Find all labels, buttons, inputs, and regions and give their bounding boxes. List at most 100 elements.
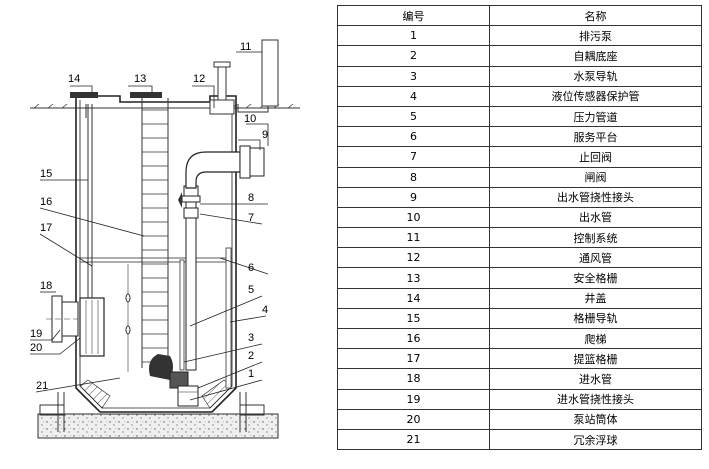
row-part-name: 冗余浮球: [489, 428, 702, 451]
row-number: 2: [337, 45, 490, 67]
header-number: 编号: [337, 4, 490, 27]
header-name: 名称: [489, 4, 702, 27]
row-number: 4: [337, 85, 490, 107]
callout-5: 5: [248, 284, 254, 296]
callout-21: 21: [36, 380, 48, 392]
pump: [149, 354, 189, 389]
callout-6: 6: [248, 262, 254, 274]
callout-11: 11: [240, 41, 251, 53]
callout-7: 7: [248, 212, 254, 224]
row-part-name: 液位传感器保护管: [489, 85, 702, 107]
redundant-float-balls: [125, 264, 131, 372]
row-number: 11: [337, 227, 490, 249]
callout-20: 20: [30, 342, 42, 354]
callout-13: 13: [134, 73, 146, 85]
callout-18: 18: [40, 280, 52, 292]
row-number: 21: [337, 428, 490, 451]
manhole-cover: [70, 92, 98, 98]
inlet-pipe: [46, 295, 79, 343]
ladder: [141, 98, 169, 368]
row-number: 1: [337, 25, 490, 47]
outlet-pipe: [185, 145, 265, 189]
row-part-name: 通风管: [489, 247, 702, 269]
row-number: 8: [337, 166, 490, 188]
row-part-name: 爬梯: [489, 327, 702, 350]
row-part-name: 出水管: [489, 206, 702, 229]
row-part-name: 提篮格栅: [489, 348, 702, 370]
row-part-name: 泵站筒体: [489, 408, 702, 430]
auto-coupling-base: [177, 385, 199, 407]
row-part-name: 排污泵: [489, 25, 702, 47]
row-number: 16: [337, 327, 490, 350]
level-sensor-tube: [225, 247, 232, 389]
row-part-name: 进水管: [489, 368, 702, 390]
row-number: 13: [337, 267, 490, 289]
row-number: 17: [337, 348, 490, 370]
callout-4: 4: [262, 304, 268, 316]
foundation-slab: [37, 392, 279, 439]
row-part-name: 格栅导轨: [489, 307, 702, 330]
row-part-name: 安全格栅: [489, 267, 702, 289]
control-cabinet: [237, 39, 279, 113]
callout-8: 8: [248, 192, 254, 204]
row-part-name: 服务平台: [489, 126, 702, 148]
row-number: 20: [337, 408, 490, 430]
top-slab: [70, 92, 237, 103]
callout-15: 15: [40, 168, 52, 180]
callout-1: 1: [248, 368, 254, 380]
callout-labels: 14 13 12 11 10 9 15 16 17 18 19 20 21 8 …: [30, 41, 268, 392]
callout-14: 14: [68, 73, 80, 85]
callout-19: 19: [30, 328, 42, 340]
callout-17: 17: [40, 222, 52, 234]
row-part-name: 压力管道: [489, 105, 702, 128]
row-part-name: 闸阀: [489, 166, 702, 188]
vent-pipe: [209, 61, 235, 115]
grating-guide-rail: [85, 104, 93, 300]
safety-grating-top: [130, 92, 162, 98]
callout-16: 16: [40, 196, 52, 208]
row-number: 7: [337, 146, 490, 168]
row-number: 14: [337, 287, 490, 309]
row-part-name: 止回阀: [489, 146, 702, 168]
row-number: 10: [337, 206, 490, 229]
row-number: 6: [337, 126, 490, 148]
row-number: 19: [337, 388, 490, 410]
gate-valve: [178, 192, 201, 219]
callout-2: 2: [248, 350, 254, 362]
table-header-row: 编号 名称: [337, 4, 702, 27]
row-part-name: 井盖: [489, 287, 702, 309]
row-part-name: 控制系统: [489, 227, 702, 249]
ground-surface: [30, 103, 300, 109]
row-part-name: 出水管挠性接头: [489, 186, 702, 208]
callout-9: 9: [262, 129, 268, 141]
row-number: 3: [337, 65, 490, 87]
row-part-name: 进水管挠性接头: [489, 388, 702, 410]
callout-10: 10: [244, 113, 256, 125]
row-number: 12: [337, 247, 490, 269]
pump-station-diagram: 14 13 12 11 10 9 15 16 17 18 19 20 21 8 …: [30, 39, 300, 439]
row-number: 9: [337, 186, 490, 208]
row-part-name: 水泵导轨: [489, 65, 702, 87]
row-part-name: 自耦底座: [489, 45, 702, 67]
